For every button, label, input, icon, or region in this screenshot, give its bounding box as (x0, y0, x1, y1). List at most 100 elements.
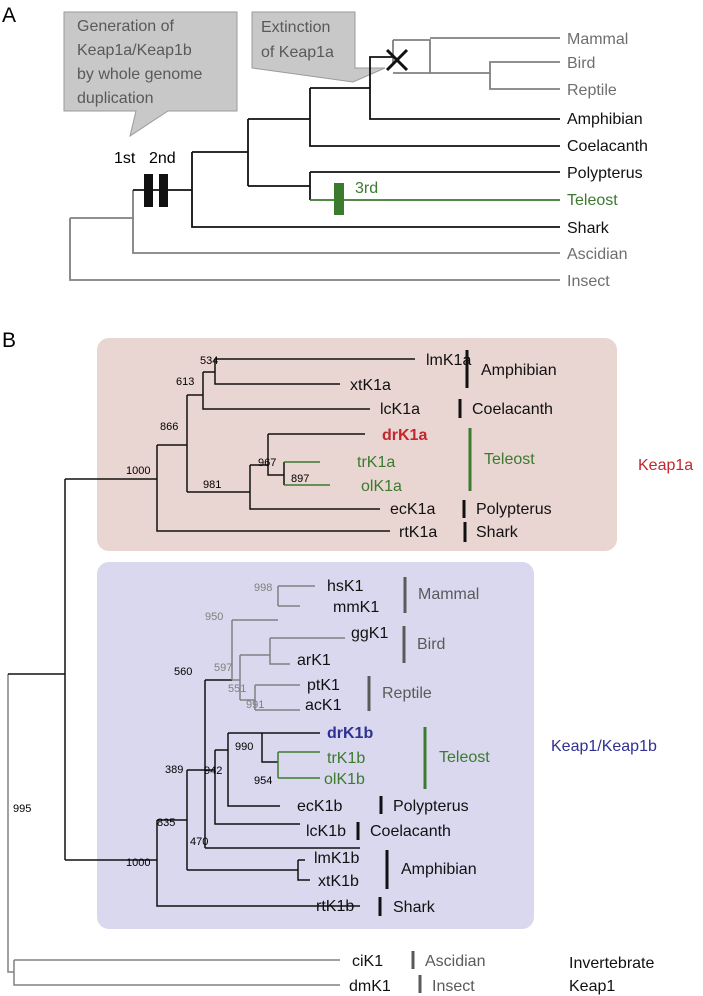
duplication-bar-2nd (159, 174, 168, 207)
leaf-lcK1b: lcK1b (306, 823, 346, 840)
leaf-rtK1a: rtK1a (399, 524, 437, 541)
boot-root-995: 995 (13, 803, 31, 815)
boot-keap1b-954: 954 (254, 775, 272, 787)
boot-keap1a-897: 897 (291, 473, 309, 485)
boot-keap1b-998: 998 (254, 582, 272, 594)
keap1b-tree-gray (231, 585, 345, 711)
leaf-ciK1: ciK1 (352, 953, 383, 970)
keap1b-clade-box (97, 562, 534, 929)
boot-keap1b-597: 597 (214, 662, 232, 674)
group-keap1b-mammal: Mammal (418, 586, 479, 603)
dup-3rd-label: 3rd (355, 180, 378, 197)
dup-1st-label: 1st (114, 150, 136, 167)
boot-keap1a-967: 967 (258, 457, 276, 469)
boot-keap1b-835: 835 (157, 817, 175, 829)
invertebrate-label-line-2: Keap1 (569, 978, 615, 995)
boot-keap1b-1000: 1000 (126, 857, 150, 869)
leaf-hsK1: hsK1 (327, 578, 364, 595)
taxon-amphibian: Amphibian (567, 111, 643, 128)
keap1b-group-bars (356, 577, 427, 916)
group-keap1a-polypterus: Polypterus (476, 501, 552, 518)
keap1b-tree-teleost (277, 751, 320, 779)
leaf-ecK1a: ecK1a (390, 501, 435, 518)
group-keap1a-teleost: Teleost (484, 451, 535, 468)
dup-2nd-label: 2nd (149, 150, 176, 167)
callout-extinction: Extinction of Keap1a (251, 11, 386, 83)
leaf-lmK1a: lmK1a (426, 352, 471, 369)
leaf-trK1a: trK1a (357, 454, 395, 471)
duplication-bar-3rd (334, 183, 344, 215)
duplication-bar-1st (144, 174, 153, 207)
extinction-cross-icon (385, 48, 409, 72)
callout-left-line-3: by whole genome (77, 66, 203, 83)
keap1a-teleost-tips (284, 461, 330, 486)
group-keap1b-bird: Bird (417, 636, 445, 653)
invert-group-bars (411, 951, 422, 993)
group-keap1b-shark: Shark (393, 899, 436, 916)
callout-genome-duplication: Generation of Keap1a/Keap1b by whole gen… (63, 11, 238, 138)
boot-keap1b-991: 991 (246, 699, 264, 711)
leaf-ecK1b: ecK1b (297, 798, 342, 815)
boot-keap1a-981: 981 (203, 479, 221, 491)
taxon-shark: Shark (567, 220, 610, 237)
leaf-dmK1: dmK1 (349, 978, 391, 995)
keap1a-clade-label: Keap1a (638, 457, 693, 474)
taxon-mammal: Mammal (567, 31, 628, 48)
taxon-insect: Insect (567, 273, 610, 290)
leaf-ptK1: ptK1 (307, 677, 340, 694)
taxon-reptile: Reptile (567, 82, 617, 99)
group-keap1a-amphibian: Amphibian (481, 362, 557, 379)
leaf-mmK1: mmK1 (333, 599, 379, 616)
keap1b-clade-label: Keap1/Keap1b (551, 738, 657, 755)
leaf-drK1b: drK1b (327, 725, 373, 742)
boot-keap1b-551: 551 (228, 683, 246, 695)
taxon-bird: Bird (567, 55, 595, 72)
panel-b-label: B (2, 329, 16, 352)
panel-a-tree-black (133, 56, 560, 228)
leaf-olK1a: olK1a (361, 478, 402, 495)
leaf-arK1: arK1 (297, 652, 331, 669)
keap1a-tree (156, 358, 415, 532)
boot-keap1a-534: 534 (200, 355, 218, 367)
taxon-polypterus: Polypterus (567, 165, 643, 182)
leaf-trK1b: trK1b (327, 750, 365, 767)
invertebrate-label-line-1: Invertebrate (569, 955, 654, 972)
group-keap1b-polypterus: Polypterus (393, 798, 469, 815)
boot-keap1a-1000: 1000 (126, 465, 150, 477)
group-keap1b-amphibian: Amphibian (401, 861, 477, 878)
group-keap1a-coelacanth: Coelacanth (472, 401, 553, 418)
panel-b-root-tree (7, 478, 340, 986)
callout-left-line-1: Generation of (77, 18, 175, 35)
callout-right-line-1: Extinction (261, 19, 330, 36)
boot-keap1b-560: 560 (174, 666, 192, 678)
leaf-drK1a: drK1a (382, 427, 427, 444)
leaf-lcK1a: lcK1a (380, 401, 420, 418)
taxon-teleost: Teleost (567, 192, 618, 209)
group-keap1b-reptile: Reptile (382, 685, 432, 702)
leaf-olK1b: olK1b (324, 771, 365, 788)
boot-keap1a-613: 613 (176, 376, 194, 388)
leaf-xtK1a: xtK1a (350, 377, 391, 394)
callout-right-line-2: of Keap1a (261, 44, 334, 61)
keap1a-group-bars (458, 350, 472, 542)
taxon-coelacanth: Coelacanth (567, 138, 648, 155)
panel-a-tree-gray (69, 37, 560, 281)
boot-keap1b-990: 990 (235, 741, 253, 753)
callout-left-line-2: Keap1a/Keap1b (77, 42, 192, 59)
boot-keap1b-470: 470 (190, 836, 208, 848)
group-insect: Insect (432, 978, 475, 995)
boot-keap1a-866: 866 (160, 421, 178, 433)
leaf-ggK1: ggK1 (351, 625, 388, 642)
group-keap1b-coelacanth: Coelacanth (370, 823, 451, 840)
callout-left-line-4: duplication (77, 90, 154, 107)
leaf-rtK1b: rtK1b (316, 898, 354, 915)
group-ascidian: Ascidian (425, 953, 485, 970)
leaf-lmK1b: lmK1b (314, 850, 359, 867)
group-keap1a-shark: Shark (476, 524, 519, 541)
taxon-ascidian: Ascidian (567, 246, 627, 263)
boot-keap1b-950: 950 (205, 611, 223, 623)
panel-a-label: A (2, 4, 16, 27)
group-keap1b-teleost: Teleost (439, 749, 490, 766)
keap1b-tree-black (156, 679, 360, 907)
